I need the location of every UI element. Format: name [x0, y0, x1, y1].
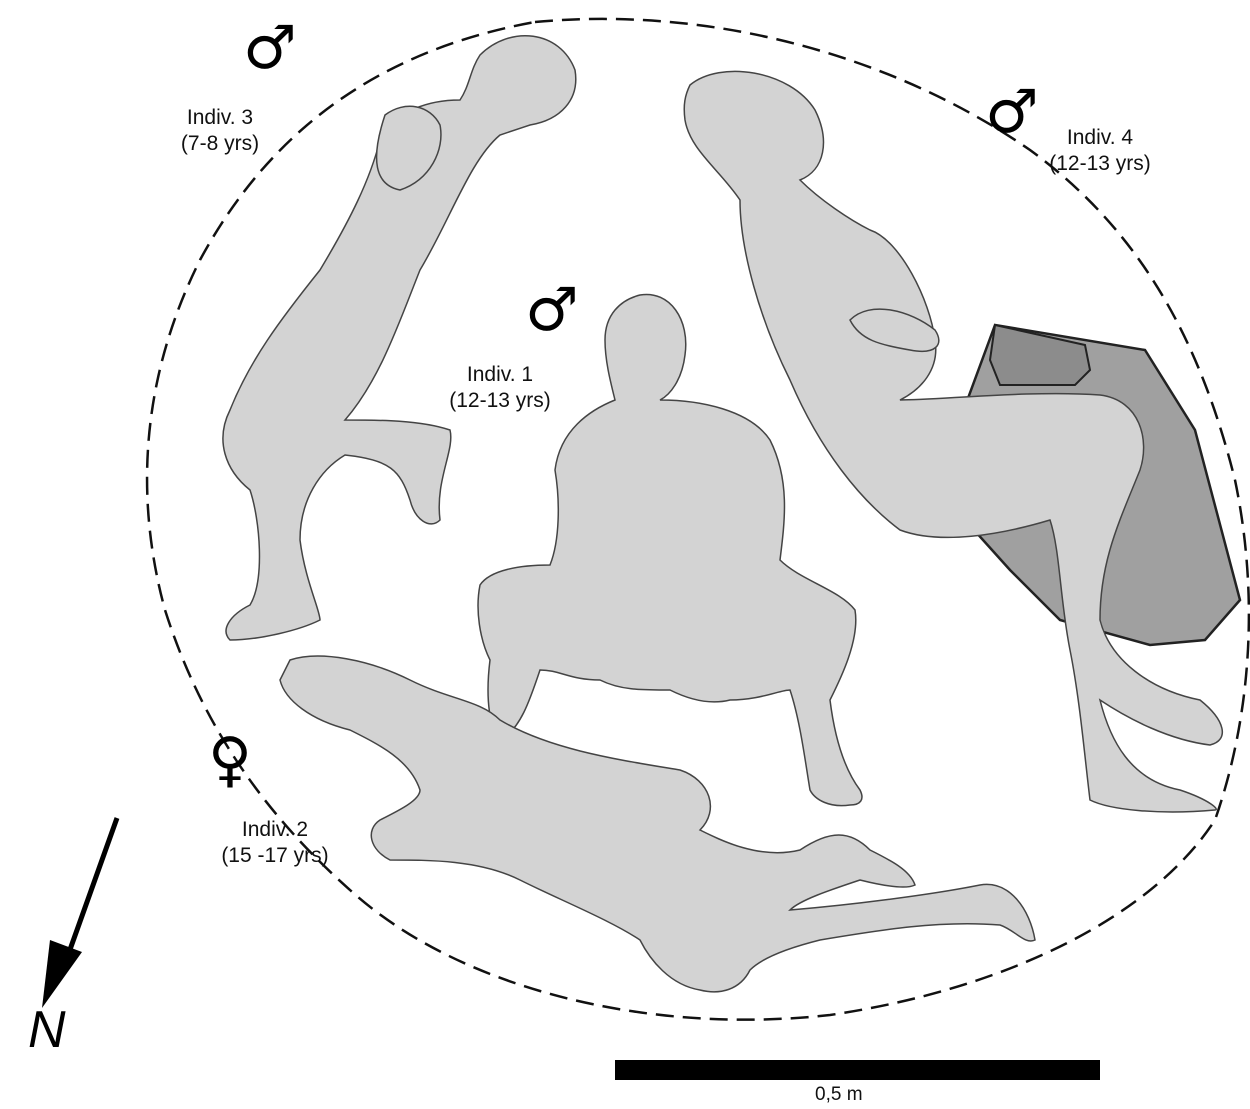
male-symbol-indiv-1: ♂: [525, 280, 579, 340]
label-indiv-4-name: Indiv. 4: [1030, 125, 1170, 151]
scale-bar-label: 0,5 m: [815, 1084, 863, 1106]
label-indiv-3-name: Indiv. 3: [155, 105, 285, 131]
label-indiv-1: Indiv. 1 (12-13 yrs): [430, 362, 570, 414]
scale-bar: [615, 1060, 1100, 1080]
female-symbol-indiv-2: ♀: [208, 730, 252, 790]
north-label: N: [28, 1000, 66, 1060]
north-arrow: [42, 818, 117, 1008]
label-indiv-1-name: Indiv. 1: [430, 362, 570, 388]
label-indiv-4: Indiv. 4 (12-13 yrs): [1030, 125, 1170, 177]
label-indiv-4-age: (12-13 yrs): [1030, 151, 1170, 177]
label-indiv-1-age: (12-13 yrs): [430, 388, 570, 414]
male-symbol-indiv-3: ♂: [243, 18, 297, 78]
skeleton-figure-indiv-2: [280, 656, 1035, 992]
label-indiv-2-name: Indiv. 2: [200, 817, 350, 843]
label-indiv-3-age: (7-8 yrs): [155, 131, 285, 157]
label-indiv-3: Indiv. 3 (7-8 yrs): [155, 105, 285, 157]
label-indiv-2-age: (15 -17 yrs): [200, 843, 350, 869]
label-indiv-2: Indiv. 2 (15 -17 yrs): [200, 817, 350, 869]
